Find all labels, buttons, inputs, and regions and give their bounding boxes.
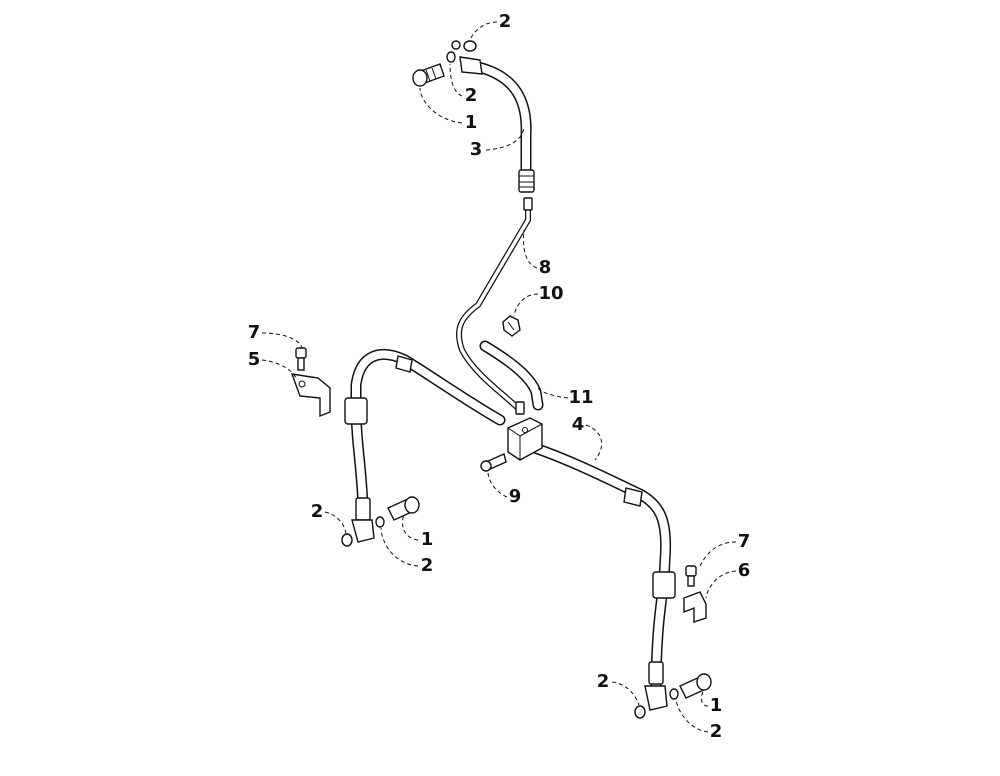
right-banjo-bolt [679, 673, 712, 699]
upper-washer-a [446, 51, 456, 63]
right-bracket [683, 591, 707, 623]
callout-2-top-b: 2 [465, 85, 478, 106]
callout-5: 5 [248, 349, 261, 370]
callout-2-right-b: 2 [710, 721, 723, 742]
right-bracket-bolt [685, 565, 697, 587]
callout-2-top: 2 [499, 11, 512, 32]
left-bracket [290, 373, 331, 418]
bent-tube [479, 340, 544, 411]
callout-7-left: 7 [248, 322, 261, 343]
hose-clip [502, 315, 521, 337]
left-washer-b [375, 516, 385, 528]
callout-4: 4 [572, 414, 585, 435]
brake-line [456, 197, 533, 415]
callout-2-right: 2 [597, 671, 610, 692]
callout-1-top: 1 [465, 112, 478, 133]
callout-7-right: 7 [738, 531, 751, 552]
right-washer-a [634, 705, 646, 719]
callout-8: 8 [539, 257, 552, 278]
upper-washer-b [451, 40, 461, 50]
left-washer-a [341, 533, 353, 547]
right-washer-b [669, 688, 679, 700]
callout-6: 6 [738, 560, 751, 581]
callout-10: 10 [538, 283, 563, 304]
junction-mount-bolt [480, 453, 507, 472]
callout-1-right: 1 [710, 695, 723, 716]
callout-labels: 2 2 1 3 8 10 7 5 11 4 9 2 1 2 7 6 2 1 2 [248, 11, 751, 742]
callout-3: 3 [470, 139, 483, 160]
leader-lines [261, 21, 737, 733]
t-junction-block [507, 417, 543, 461]
left-bracket-bolt [295, 347, 307, 371]
left-banjo-bolt [387, 496, 420, 521]
callout-11: 11 [568, 387, 593, 408]
callout-2-left-b: 2 [421, 555, 434, 576]
upper-banjo-bolt [412, 63, 445, 87]
callout-1-left: 1 [421, 529, 434, 550]
left-brake-hose [344, 348, 506, 543]
callout-2-left: 2 [311, 501, 324, 522]
upper-brake-hose [459, 40, 535, 193]
right-brake-hose [529, 442, 676, 711]
callout-9: 9 [509, 486, 522, 507]
